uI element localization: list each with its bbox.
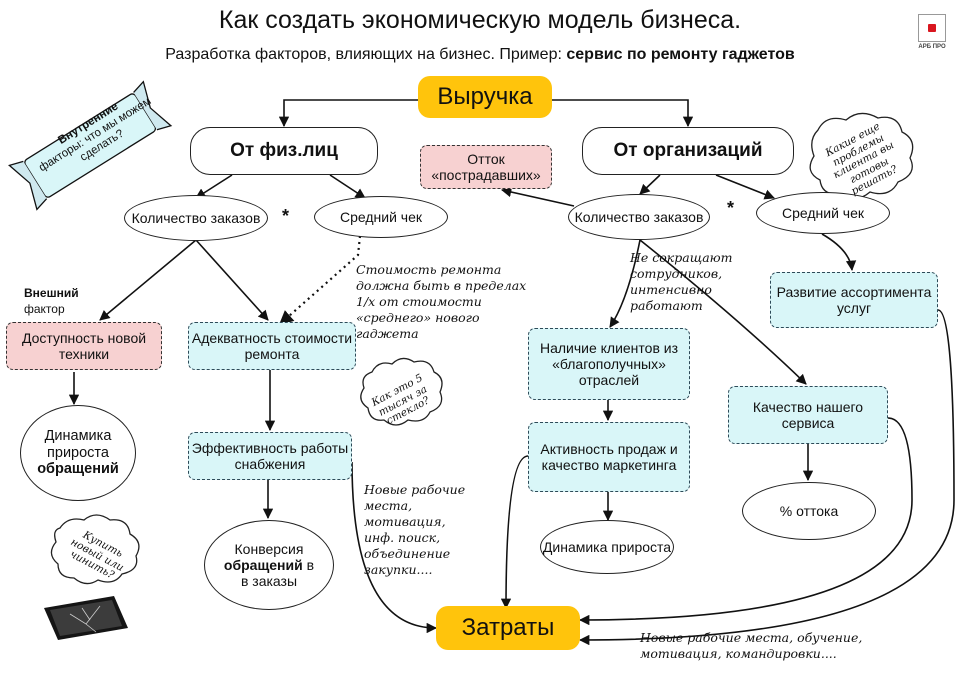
individuals-node: От физ.лиц [190,127,378,175]
logo-dot [928,24,936,32]
subtitle-prefix: Разработка факторов, влияющих на бизнес.… [165,46,562,63]
cloud-problems-shape [809,112,914,200]
sales-node: Активность продаж и качество маркетинга [528,422,690,492]
growth-individuals-node: Динамика прироста обращений [20,405,136,501]
organizations-node: От организаций [582,127,794,175]
clients-node: Наличие клиентов из «благополучных» отра… [528,328,690,400]
avg-check-organizations-node: Средний чек [756,192,890,234]
outflow-node: Отток «пострадавших» [420,145,552,189]
internal-factors-banner-shape [8,80,173,211]
avg-check-individuals-node: Средний чек [314,196,448,238]
external-factor-text: фактор [24,301,65,316]
costs-note: Новые рабочие места, обучение, мотивация… [640,630,863,661]
multiply-star-individuals: * [282,206,290,226]
adequacy-node: Адекватность стоимости ремонта [188,322,356,370]
page-subtitle: Разработка факторов, влияющих на бизнес.… [0,46,960,64]
external-factor-label: Внешний фактор [24,286,79,317]
page-title: Как создать экономическую модель бизнеса… [218,6,742,34]
staff-note: Не сокращают сотрудников, интенсивно раб… [630,250,733,313]
multiply-star-organizations: * [727,198,735,218]
cost-note: Стоимость ремонта должна быть в пределах… [356,262,527,341]
conversion-node: Конверсия обращений в в заказы [204,520,334,610]
conversion-post: в заказы [240,573,298,590]
company-logo: АРБ ПРО [918,14,946,54]
growth-organizations-node: Динамика прироста [540,520,674,574]
orders-organizations-node: Количество заказов [568,194,710,240]
logo-mark [918,14,946,42]
external-factor-bold: Внешний [24,286,79,300]
orders-individuals-node: Количество заказов [124,195,268,241]
availability-node: Доступность новой техники [6,322,162,370]
broken-phone-shape [44,596,128,640]
conversion-text: Конверсия [234,540,304,557]
growth-individuals-bold: обращений [37,461,119,478]
growth-individuals-text: Динамика прироста [44,427,112,461]
logo-caption: АРБ ПРО [918,44,946,50]
costs-node: Затраты [436,606,580,650]
supply-node: Эффективность работы снабжения [188,432,352,480]
assortment-node: Развитие ассортимента услуг [770,272,938,328]
revenue-node: Выручка [418,76,552,118]
conversion-bold: обращений [223,556,303,573]
cloud-glass-shape [360,357,443,426]
jobs-note: Новые рабочие места, мотивация, инф. пои… [364,482,466,577]
churn-node: % оттока [742,482,876,540]
cloud-buy-shape [50,514,140,585]
quality-node: Качество нашего сервиса [728,386,888,444]
subtitle-example: сервис по ремонту гаджетов [566,46,795,63]
